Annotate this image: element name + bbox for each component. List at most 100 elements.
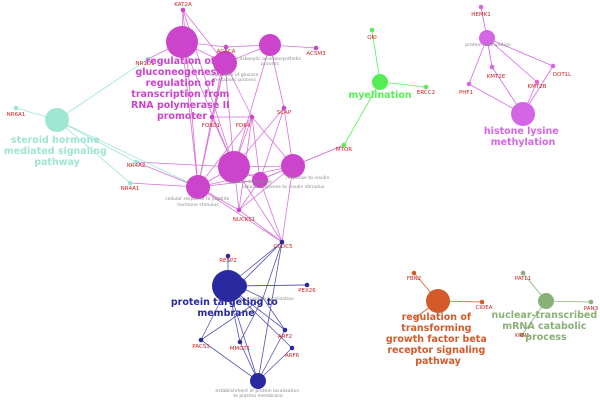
gene-node[interactable]	[411, 270, 417, 276]
term-label: cellular response to insulin stimulus	[242, 184, 325, 190]
term-node[interactable]	[186, 175, 210, 199]
gene-node[interactable]	[489, 64, 495, 70]
term-node[interactable]	[538, 293, 554, 309]
gene-node[interactable]	[279, 239, 285, 245]
gene-node[interactable]	[588, 299, 594, 305]
gene-node[interactable]	[133, 159, 139, 165]
term-label: cellular response to peptide hormone sti…	[165, 196, 231, 208]
gene-node[interactable]	[236, 207, 242, 213]
gene-node[interactable]	[534, 79, 540, 85]
gene-node[interactable]	[550, 63, 556, 69]
term-node[interactable]	[479, 30, 495, 46]
gene-node[interactable]	[289, 345, 295, 351]
term-node[interactable]	[229, 277, 247, 295]
edge	[486, 37, 554, 67]
gene-node[interactable]	[13, 105, 19, 111]
gene-label-hemk1: HEMK1	[471, 12, 490, 18]
edge	[259, 107, 285, 181]
edge	[200, 339, 259, 382]
gene-label-mtor: MTOR	[336, 147, 352, 153]
term-node[interactable]	[166, 26, 198, 58]
cluster-label-histone-methylation: histone lysine methylation	[484, 126, 562, 148]
cluster-label-tgf-beta: regulation of transforming growth factor…	[386, 312, 490, 367]
edge	[237, 284, 308, 287]
gene-node[interactable]	[127, 180, 133, 186]
edge	[227, 285, 259, 382]
edge	[56, 119, 131, 184]
term-node[interactable]	[511, 102, 535, 126]
gene-label-mmgt1: MMGT1	[230, 346, 250, 352]
gene-node[interactable]	[225, 253, 231, 259]
term-node[interactable]	[218, 151, 250, 183]
gene-node[interactable]	[313, 45, 319, 51]
gene-label-nr4a1: NR4A1	[121, 186, 140, 192]
edge	[237, 241, 283, 287]
gene-label-kmt2e: KMT2E	[487, 74, 506, 80]
gene-labels: KAT2A ACACA ACSM3 NR1D1 FOXO1 PDK4 SCAP …	[7, 2, 599, 359]
edge	[281, 165, 294, 243]
gene-node[interactable]	[520, 270, 526, 276]
edge	[181, 41, 199, 188]
gene-node[interactable]	[423, 84, 429, 90]
term-label: protein methylation	[465, 42, 511, 48]
gene-node[interactable]	[198, 337, 204, 343]
term-node[interactable]	[252, 172, 268, 188]
gene-label-fbn2: FBN2	[407, 276, 422, 282]
term-node[interactable]	[281, 154, 305, 178]
edge	[135, 161, 235, 168]
gene-node[interactable]	[281, 105, 287, 111]
term-label: regulation of glucose metabolic process	[210, 72, 260, 83]
gene-node[interactable]	[341, 142, 347, 148]
gene-node[interactable]	[145, 56, 151, 62]
edge	[486, 37, 538, 83]
edge	[197, 186, 283, 243]
gene-node[interactable]	[223, 44, 229, 50]
edge	[262, 241, 283, 299]
term-node[interactable]	[45, 108, 69, 132]
gene-node[interactable]	[479, 299, 485, 305]
term-labels: carboxylic acid biosynthetic process reg…	[165, 42, 511, 399]
gene-label-kmt2b: KMT2B	[528, 84, 547, 90]
gene-label-acsm3: ACSM3	[306, 51, 326, 57]
gene-label-nucks1: NUCKS1	[233, 217, 256, 223]
gene-label-nr6a1: NR6A1	[7, 112, 26, 118]
term-node[interactable]	[372, 74, 388, 90]
term-node[interactable]	[250, 373, 266, 389]
gene-node[interactable]	[209, 114, 215, 120]
gene-label-pdk4: PDK4	[236, 123, 251, 129]
gene-label-arf6: ARF6	[285, 353, 300, 359]
cluster-label-mrna-catabolic: nuclear-transcribed mRNA catabolic proce…	[492, 310, 600, 343]
edge	[56, 58, 149, 121]
gene-node[interactable]	[519, 332, 525, 338]
edge	[262, 297, 286, 331]
term-node[interactable]	[426, 289, 450, 313]
gene-label-pex26: PEX26	[298, 288, 316, 294]
edge	[259, 179, 283, 243]
edge	[257, 241, 283, 382]
gene-node[interactable]	[304, 282, 310, 288]
gene-label-foxo1: FOXO1	[202, 123, 220, 129]
term-label: response to peptide	[226, 179, 272, 185]
gene-label-phf1: PHF1	[459, 90, 473, 96]
gene-label-resp2: RESP2	[219, 258, 237, 264]
term-label: response to insulin	[286, 175, 329, 181]
gene-node[interactable]	[369, 27, 375, 33]
term-node[interactable]	[259, 34, 281, 56]
gene-node[interactable]	[249, 114, 255, 120]
edge	[371, 29, 381, 83]
gene-label-nr4a2: NR4A2	[127, 163, 146, 169]
gene-label-nr1d1: NR1D1	[135, 61, 154, 67]
term-node[interactable]	[213, 51, 237, 75]
edge	[343, 81, 381, 146]
gene-node[interactable]	[478, 4, 484, 10]
gene-label-xrn1: XRN1	[514, 333, 529, 339]
gene-node[interactable]	[282, 327, 288, 333]
edge	[238, 209, 283, 243]
gene-node[interactable]	[466, 81, 472, 87]
cluster-label-protein-targeting: protein targeting to membrane	[171, 297, 281, 319]
gene-label-arf2: ARF2	[278, 334, 292, 340]
cluster-label-myelination: myelination	[348, 90, 412, 101]
gene-node[interactable]	[237, 339, 243, 345]
gene-node[interactable]	[180, 7, 186, 13]
